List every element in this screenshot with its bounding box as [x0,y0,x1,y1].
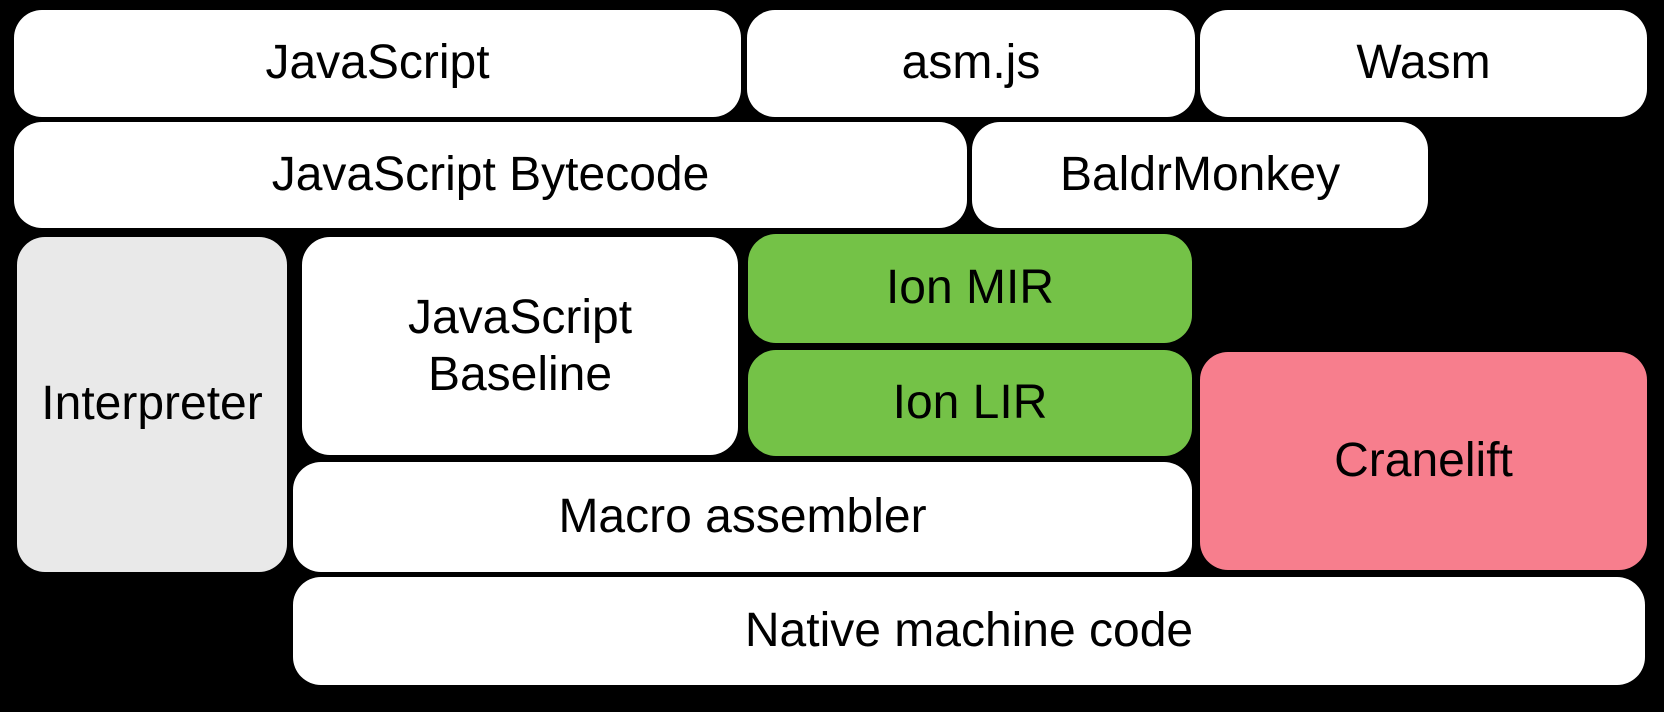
node-javascript-bytecode: JavaScript Bytecode [14,122,967,228]
node-ion-lir-label: Ion LIR [892,375,1048,429]
node-baldrmonkey-label: BaldrMonkey [1059,147,1341,201]
node-javascript-baseline: JavaScript Baseline [302,237,738,455]
node-javascript-baseline-label-line1: JavaScript [407,291,633,344]
node-ion-mir: Ion MIR [748,234,1192,343]
node-asm-js-label: asm.js [901,36,1041,90]
node-javascript-label: JavaScript [265,36,490,90]
node-cranelift-label: Cranelift [1334,433,1513,487]
node-cranelift: Cranelift [1200,352,1647,570]
node-wasm: Wasm [1200,10,1647,117]
node-wasm-label: Wasm [1356,36,1491,90]
node-interpreter: Interpreter [17,237,287,572]
node-native-machine-code: Native machine code [293,577,1645,685]
node-baldrmonkey: BaldrMonkey [972,122,1428,228]
node-native-machine-code-label: Native machine code [744,603,1194,657]
node-macro-assembler-label: Macro assembler [558,489,927,543]
node-ion-mir-label: Ion MIR [885,261,1055,315]
node-macro-assembler: Macro assembler [293,462,1192,572]
node-ion-lir: Ion LIR [748,350,1192,456]
node-interpreter-label: Interpreter [41,377,263,431]
node-javascript-bytecode-label: JavaScript Bytecode [271,147,710,201]
node-javascript: JavaScript [14,10,741,117]
node-asm-js: asm.js [747,10,1195,117]
node-javascript-baseline-label-line2: Baseline [427,348,613,401]
